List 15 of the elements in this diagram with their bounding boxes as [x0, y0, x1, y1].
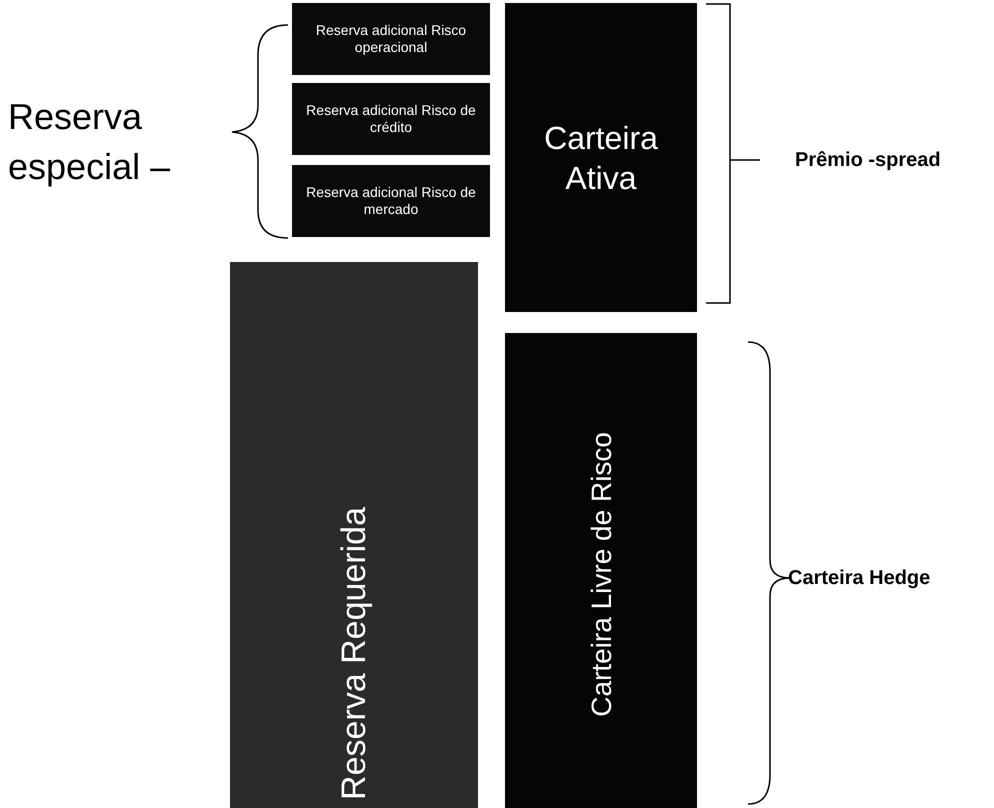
- text-box: [292, 165, 490, 237]
- box-label: Carteira Ativa: [543, 118, 659, 198]
- text-box: [505, 3, 697, 312]
- box-label: Carteira Livre de Risco: [584, 431, 618, 717]
- box-label: Reserva adicional Risco de crédito: [305, 102, 477, 136]
- annotation-label: Reserva especial –: [8, 95, 172, 189]
- text-box: [230, 262, 478, 808]
- text-box: [292, 83, 490, 155]
- text-box: [505, 333, 697, 808]
- box-label: Reserva adicional Risco operacional: [314, 22, 468, 56]
- box-label: Reserva adicional Risco de mercado: [305, 184, 477, 218]
- text-box: [292, 3, 490, 75]
- annotation-label: Carteira Hedge: [788, 566, 932, 591]
- annotation-label: Prêmio -spread: [795, 148, 942, 173]
- box-label: Reserva Requerida: [334, 506, 374, 800]
